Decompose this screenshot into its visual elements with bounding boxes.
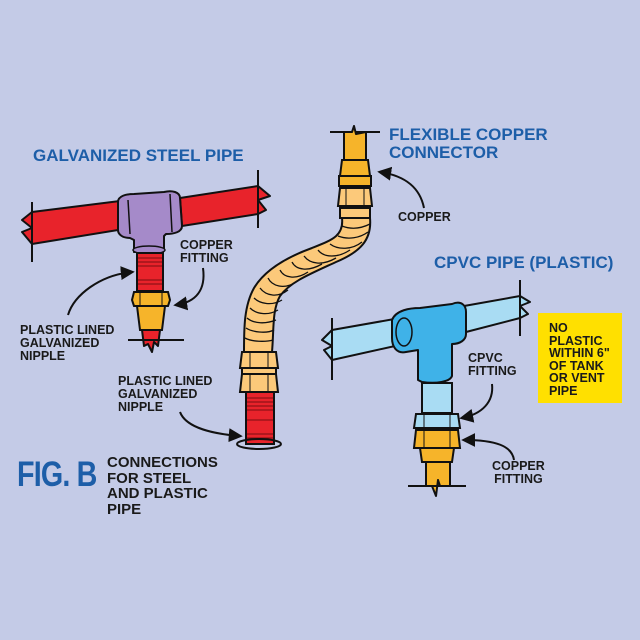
steel-pipe-left xyxy=(21,199,131,245)
tee-fitting xyxy=(117,190,183,253)
arrow-copper xyxy=(377,166,425,209)
cpvc-pipe-right xyxy=(463,295,531,333)
figure-caption: CONNECTIONS FOR STEEL AND PLASTIC PIPE xyxy=(107,454,218,518)
tank-opening xyxy=(236,438,282,450)
arrow-cpvc-fitting xyxy=(459,383,494,423)
galvanized-copper-fitting-label: COPPER FITTING xyxy=(180,238,233,265)
warning-note-text: NO PLASTIC WITHIN 6" OF TANK OR VENT PIP… xyxy=(549,321,610,398)
copper-fitting xyxy=(130,291,172,307)
flexible-connector-assembly xyxy=(179,125,425,450)
cpvc-pipe-vertical xyxy=(421,382,453,414)
copper-fitting xyxy=(412,429,462,449)
arrow-nipple xyxy=(179,411,243,443)
arrow-nipple xyxy=(67,266,135,316)
galvanized-nipple-label: PLASTIC LINED GALVANIZED NIPPLE xyxy=(20,323,115,363)
flexible-nipple-label: PLASTIC LINED GALVANIZED NIPPLE xyxy=(118,374,213,414)
cpvc-assembly xyxy=(321,280,531,497)
cpvc-copper-fitting-label: COPPER FITTING xyxy=(492,459,545,486)
galvanized-nipple xyxy=(136,252,164,292)
galvanized-steel-assembly xyxy=(21,170,271,353)
arrow-copper-fitting xyxy=(173,267,205,311)
cpvc-fitting-label: CPVC FITTING xyxy=(468,351,517,378)
figure-label: FIG. B xyxy=(17,455,97,494)
flexible-connector-title: FLEXIBLE COPPER CONNECTOR xyxy=(389,125,548,162)
steel-pipe-right xyxy=(179,185,271,227)
cpvc-pipe-title: CPVC PIPE (PLASTIC) xyxy=(434,253,614,272)
galvanized-steel-title: GALVANIZED STEEL PIPE xyxy=(33,146,244,165)
flexible-copper-label: COPPER xyxy=(398,210,451,224)
arrow-copper-fitting xyxy=(461,433,515,461)
warning-note: NO PLASTIC WITHIN 6" OF TANK OR VENT PIP… xyxy=(538,313,622,403)
galvanized-nipple xyxy=(245,391,275,445)
